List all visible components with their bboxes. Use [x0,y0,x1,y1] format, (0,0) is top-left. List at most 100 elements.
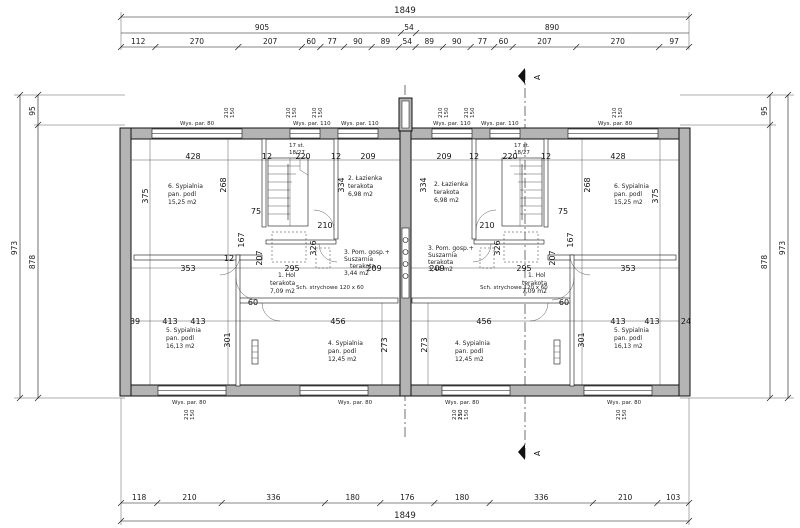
svg-text:301: 301 [577,332,586,347]
dim-bottom-detail-4: 176 [400,493,415,502]
svg-text:75: 75 [251,207,261,216]
svg-text:terakota: terakota [348,183,373,190]
room-4-left: 4. Sypialnia pan. podl 12,45 m2 [328,340,363,363]
svg-text:428: 428 [610,152,625,161]
room-5-right: 5. Sypialnia pan. podl 16,13 m2 [614,327,649,350]
dim-top-detail-5: 90 [353,37,363,46]
window-height-label: 150 [464,409,470,420]
window-labels: Wys. par. 80 Wys. par. 110 Wys. par. 110… [172,107,642,420]
attic-hatch-right-label: Sch. strychowe 120 x 60 [480,285,548,291]
svg-text:Suszarnia: Suszarnia [428,252,457,259]
room-5-left: 5. Sypialnia pan. podl 16,13 m2 [166,327,201,350]
dim-bottom-detail-5: 180 [455,493,470,502]
svg-text:273: 273 [420,337,429,352]
window-label-bottom-3: Wys. par. 80 [445,400,480,406]
room-1-right: 1. Hol terakota 7,09 m2 [522,272,547,295]
dim-top-detail-0: 112 [131,37,146,46]
window-height-label: 150 [318,107,324,118]
svg-text:295: 295 [516,264,531,273]
window-label-top-3: Wys. par. 110 [341,121,379,127]
window-height-label: 210 [616,409,622,420]
svg-text:pan. podl: pan. podl [455,348,483,355]
svg-text:413: 413 [190,317,205,326]
svg-text:75: 75 [558,207,568,216]
svg-text:301: 301 [223,332,232,347]
stairs-left-count: 17 st. [289,143,305,149]
overall-width-bottom: 1849 [394,511,416,521]
room-3-left: 3. Pom. gosp.+ Suszarnia terakota 3,44 m… [344,249,390,277]
window-label-top-1: Wys. par. 80 [180,121,215,127]
dim-top-detail-14: 97 [669,37,679,46]
dim-left-973: 973 [10,241,19,256]
dim-bottom-detail-7: 210 [618,493,633,502]
dim-right-878: 878 [760,255,769,270]
svg-text:7,09 m2: 7,09 m2 [522,288,547,295]
svg-text:268: 268 [219,177,228,192]
dim-top-54: 54 [404,23,414,32]
window-label-top-2: Wys. par. 110 [293,121,331,127]
svg-text:326: 326 [493,240,502,255]
dim-top-detail-9: 90 [452,37,462,46]
svg-text:terakota: terakota [434,189,459,196]
svg-text:6,98 m2: 6,98 m2 [434,197,459,204]
svg-text:16,13 m2: 16,13 m2 [166,343,195,350]
svg-text:209: 209 [436,152,451,161]
interior-dimension-lines [131,139,679,385]
svg-text:209: 209 [366,264,381,273]
svg-text:2. Łazienka: 2. Łazienka [348,175,382,182]
walls [119,97,691,397]
svg-text:3,44 m2: 3,44 m2 [344,270,369,277]
dim-bottom-detail-0: 118 [132,493,147,502]
svg-text:210: 210 [317,221,332,230]
room-2-right: 2. Łazienka terakota 6,98 m2 [434,181,468,204]
svg-text:4. Sypialnia: 4. Sypialnia [455,340,490,347]
svg-text:60: 60 [248,298,258,307]
svg-text:terakota: terakota [350,263,375,270]
dim-top-detail-6: 89 [381,37,391,46]
attic-hatch-left-label: Sch. strychowe 120 x 60 [296,285,364,291]
dim-bottom-detail-8: 103 [666,493,681,502]
svg-text:terakota: terakota [270,280,295,287]
dim-bottom-detail-2: 336 [266,493,281,502]
svg-text:12: 12 [541,152,551,161]
svg-text:24: 24 [681,317,691,326]
svg-text:60: 60 [559,298,569,307]
windows [151,128,659,396]
svg-text:413: 413 [610,317,625,326]
svg-text:167: 167 [566,232,575,247]
interior-dimensions: 428 12 220 12 209 209 12 220 12 428 353 … [130,152,691,353]
dim-left-95: 95 [28,106,37,116]
dim-top-detail-8: 89 [424,37,434,46]
stairs-left: 17 st. 18/27 [267,143,309,227]
svg-text:1. Hol: 1. Hol [278,272,296,279]
svg-text:3,44 m2: 3,44 m2 [428,266,453,273]
window-height-label: 210 [464,107,470,118]
svg-text:209: 209 [429,264,444,273]
window-height-label: 150 [470,107,476,118]
dim-top-detail-12: 207 [537,37,552,46]
svg-text:6,98 m2: 6,98 m2 [348,191,373,198]
svg-text:334: 334 [337,177,346,192]
svg-text:12: 12 [262,152,272,161]
svg-text:12,45 m2: 12,45 m2 [455,356,484,363]
window-label-bottom-4: Wys. par. 80 [607,400,642,406]
svg-text:220: 220 [502,152,517,161]
dim-top-detail-3: 60 [306,37,316,46]
stairs-right-count: 17 st. [514,143,530,149]
svg-text:220: 220 [295,152,310,161]
window-height-label: 150 [292,107,298,118]
svg-text:413: 413 [644,317,659,326]
section-marker-bottom: A [533,450,542,456]
svg-text:pan. podl: pan. podl [614,335,642,342]
svg-text:7,09 m2: 7,09 m2 [270,288,295,295]
svg-text:pan. podl: pan. podl [166,335,194,342]
window-height-label: 150 [190,409,196,420]
svg-text:353: 353 [620,264,635,273]
section-marker-top: A [533,74,542,80]
svg-text:terakota: terakota [428,259,453,266]
svg-text:326: 326 [309,240,318,255]
svg-text:12: 12 [224,254,234,263]
svg-text:375: 375 [141,188,150,203]
